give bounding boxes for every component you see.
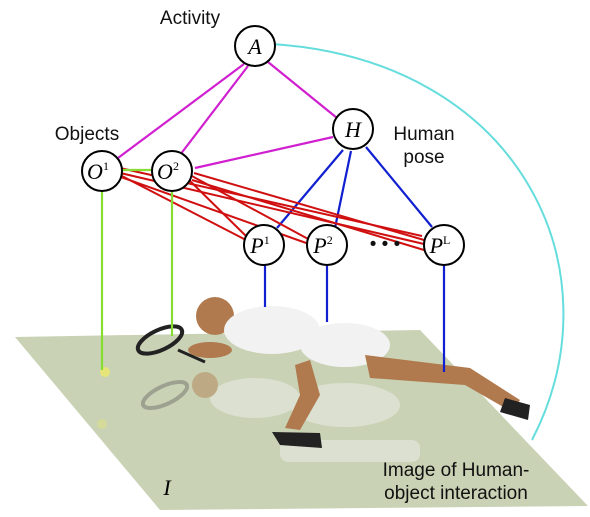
node-human-pose: H [333,109,373,149]
image-caption-line1: Image of Human- [383,460,530,481]
node-pose-2-sup: 2 [327,233,333,247]
node-pose-1-label: P [249,233,263,258]
node-object-2-sup: 2 [173,159,179,173]
ellipsis: • • • [370,234,401,255]
image-caption-line2: object interaction [384,483,528,504]
node-object-2-label: O [157,159,173,184]
human-pose-label-line1: Human [393,124,454,145]
activity-label: Activity [160,8,221,29]
node-activity: A [235,26,275,66]
node-pose-L: PL [424,225,464,265]
node-pose-1: P1 [244,225,284,265]
svg-text:H: H [344,117,362,142]
activity-edges [118,62,337,168]
node-object-1-label: O [87,159,103,184]
node-pose-2-label: P [312,233,326,258]
node-activity-label: A [246,34,262,59]
node-human-pose-label: H [344,117,362,142]
node-pose-L-label: P [429,233,443,258]
objects-label: Objects [55,124,119,145]
node-object-1-sup: 1 [103,159,109,173]
node-pose-1-sup: 1 [264,233,270,247]
node-pose-2: P2 [307,225,347,265]
node-object-2: O2 [152,151,192,191]
human-pose-label-line2: pose [403,147,444,168]
node-pose-L-sup: L [443,233,450,247]
node-object-1: O1 [82,151,122,191]
svg-text:A: A [246,34,262,59]
